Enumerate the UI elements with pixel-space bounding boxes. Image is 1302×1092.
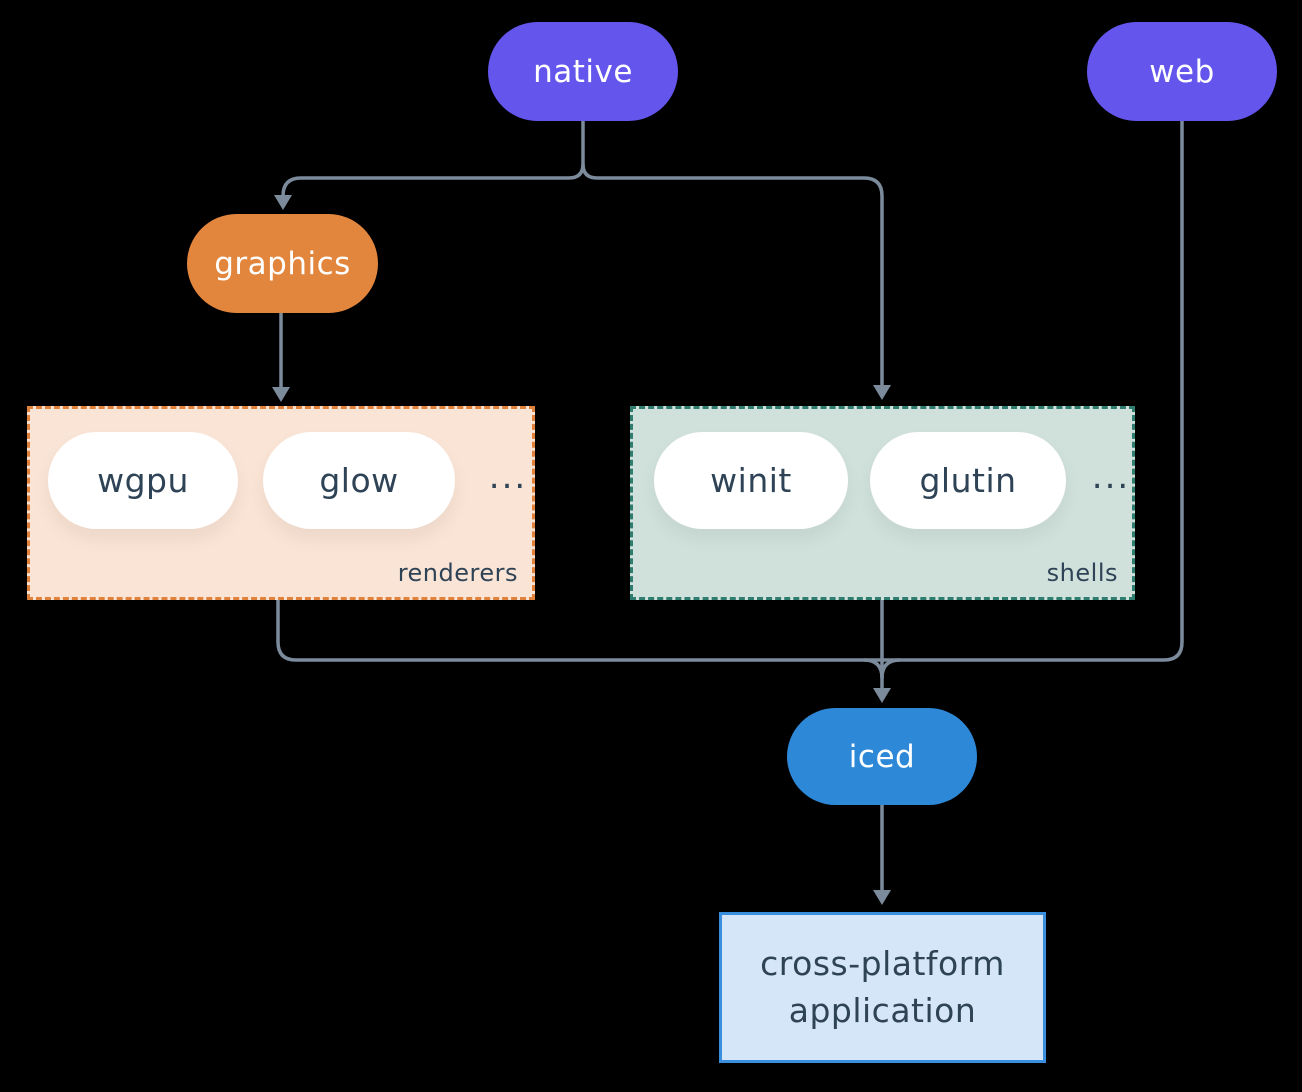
group-shells: winit glutin ... shells	[630, 406, 1135, 600]
node-glow: glow	[263, 432, 455, 529]
node-glutin: glutin	[870, 432, 1066, 529]
arrowhead-iced	[873, 688, 891, 703]
arrowhead-graphics	[274, 195, 292, 210]
edge-native-to-shells	[581, 163, 884, 385]
arrowhead-renderers	[272, 387, 290, 402]
node-wgpu-label: wgpu	[97, 461, 189, 500]
node-glow-label: glow	[319, 461, 399, 500]
node-web: web	[1087, 22, 1277, 121]
renderers-group-label: renderers	[397, 559, 518, 587]
node-wgpu: wgpu	[48, 432, 238, 529]
node-web-label: web	[1149, 53, 1215, 90]
shells-group-label: shells	[1046, 559, 1118, 587]
shells-ellipsis: ...	[1091, 457, 1131, 497]
edge-web-to-merge	[882, 121, 1184, 662]
node-glutin-label: glutin	[919, 461, 1017, 500]
node-native-label: native	[533, 53, 633, 90]
application-box: cross-platform application	[719, 912, 1046, 1063]
node-graphics-label: graphics	[214, 245, 351, 282]
arrowhead-shells	[873, 385, 891, 400]
edge-merge-fillet-left	[863, 658, 884, 679]
node-iced-label: iced	[848, 738, 916, 775]
application-label-line1: cross-platform	[760, 943, 1005, 983]
node-iced: iced	[787, 708, 977, 805]
edge-merge-fillet-right	[880, 658, 901, 679]
node-winit-label: winit	[710, 461, 792, 500]
edge-renderers-to-merge	[276, 600, 882, 662]
renderers-ellipsis: ...	[488, 457, 528, 497]
group-renderers: wgpu glow ... renderers	[27, 406, 535, 600]
application-label-line2: application	[788, 990, 977, 1030]
arrowhead-application	[873, 890, 891, 905]
node-graphics: graphics	[187, 214, 378, 313]
node-winit: winit	[654, 432, 848, 529]
edge-native-to-graphics	[281, 163, 585, 197]
node-native: native	[488, 22, 678, 121]
